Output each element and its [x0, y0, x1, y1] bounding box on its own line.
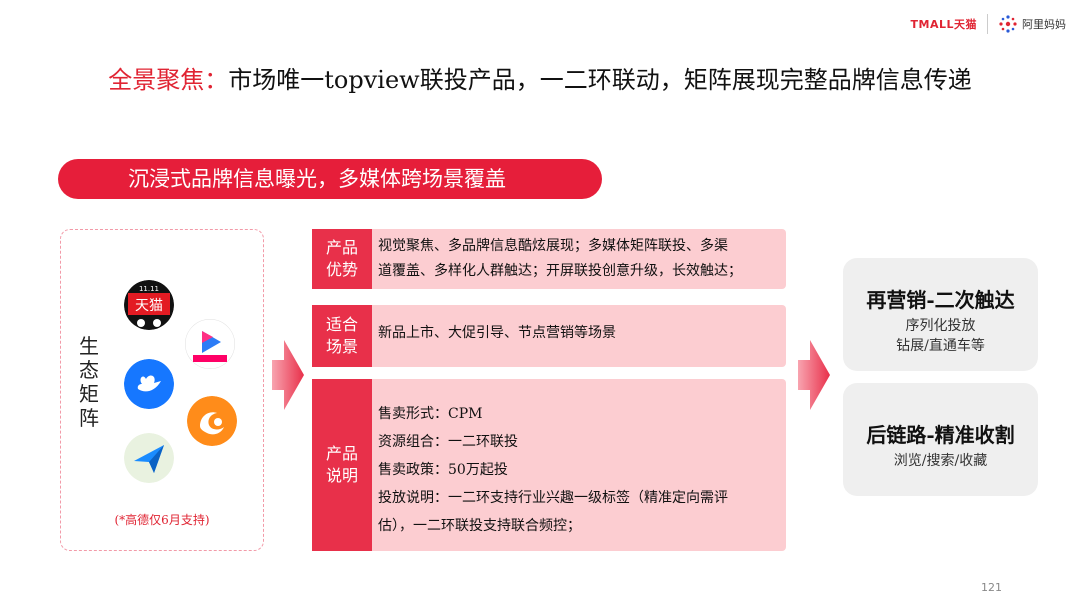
- product-advantage-box: 产品优势 视觉聚焦、多品牌信息酷炫展现；多媒体矩阵联投、多渠 道覆盖、多样化人群…: [312, 229, 786, 289]
- alimama-logo: 阿里妈妈: [998, 14, 1066, 34]
- product-advantage-line: 道覆盖、多样化人群触达；开屏联投创意升级，长效触达；: [378, 263, 742, 279]
- product-description-content: 售卖形式：CPM 资源组合：一二环联投 售卖政策：50万起投 投放说明：一二环支…: [372, 379, 786, 551]
- page-title: 全景聚焦：市场唯一topview联投产品，一二环联动，矩阵展现完整品牌信息传递: [0, 60, 1080, 95]
- product-description-line: 估），一二环联投支持联合频控；: [378, 518, 581, 534]
- remarketing-box: 再营销-二次触达 序列化投放 钻展/直通车等: [843, 258, 1038, 371]
- alipay-app-icon: [124, 359, 174, 409]
- remarketing-title: 再营销-二次触达: [866, 288, 1015, 312]
- product-advantage-tag: 产品优势: [312, 229, 372, 289]
- alimama-mark-icon: [999, 15, 1017, 33]
- title-main: 市场唯一topview联投产品，一二环联动，矩阵展现完整品牌信息传递: [228, 66, 972, 94]
- arrow-right-icon: [798, 340, 830, 410]
- suitable-scenario-box: 适合场景 新品上市、大促引导、节点营销等场景: [312, 305, 786, 367]
- svg-text:11.11: 11.11: [139, 285, 159, 293]
- product-description-tag-text: 产品说明: [325, 444, 358, 485]
- remarketing-line: 钻展/直通车等: [896, 338, 985, 354]
- logo-divider: [987, 14, 988, 34]
- page-number: 121: [981, 581, 1002, 594]
- product-description-box: 产品说明 售卖形式：CPM 资源组合：一二环联投 售卖政策：50万起投 投放说明…: [312, 379, 786, 551]
- product-description-line: 售卖政策：50万起投: [378, 462, 508, 478]
- eco-matrix-note: (*高德仅6月支持): [114, 513, 210, 527]
- product-description-tag: 产品说明: [312, 379, 372, 551]
- product-description-line: 投放说明：一二环支持行业兴趣一级标签（精准定向需评: [378, 490, 728, 506]
- suitable-scenario-tag: 适合场景: [312, 305, 372, 367]
- banner: 沉浸式品牌信息曝光，多媒体跨场景覆盖: [58, 159, 602, 199]
- harvest-title: 后链路-精准收割: [866, 423, 1015, 447]
- product-description-line: 资源组合：一二环联投: [378, 434, 518, 450]
- tmall-app-icon: 11.11 天猫: [124, 280, 174, 330]
- harvest-line: 浏览/搜索/收藏: [893, 453, 988, 469]
- header-logos: TMALL天猫 阿里妈妈: [911, 14, 1066, 34]
- eco-matrix-panel: 生态矩阵 11.11 天猫 (*高德仅6月支持): [60, 229, 264, 551]
- tmall-logo: TMALL天猫: [910, 18, 977, 31]
- suitable-scenario-content: 新品上市、大促引导、节点营销等场景: [378, 325, 616, 341]
- remarketing-line: 序列化投放: [905, 318, 976, 334]
- youku-app-icon: [185, 319, 235, 369]
- harvest-box: 后链路-精准收割 浏览/搜索/收藏: [843, 383, 1038, 496]
- svg-text:天猫: 天猫: [135, 298, 163, 314]
- arrow-right-icon: [272, 340, 304, 410]
- uc-browser-app-icon: [187, 396, 237, 446]
- product-description-line: 售卖形式：CPM: [378, 406, 483, 422]
- suitable-scenario-tag-text: 适合场景: [325, 315, 358, 356]
- title-prefix: 全景聚焦：: [108, 66, 229, 94]
- product-advantage-tag-text: 产品优势: [325, 238, 358, 279]
- alimama-logo-text: 阿里妈妈: [1022, 18, 1066, 31]
- product-advantage-content: 视觉聚焦、多品牌信息酷炫展现；多媒体矩阵联投、多渠 道覆盖、多样化人群触达；开屏…: [372, 229, 786, 289]
- eco-matrix-label: 生态矩阵: [79, 334, 99, 430]
- amap-app-icon: [124, 433, 174, 483]
- product-advantage-line: 视觉聚焦、多品牌信息酷炫展现；多媒体矩阵联投、多渠: [378, 238, 728, 254]
